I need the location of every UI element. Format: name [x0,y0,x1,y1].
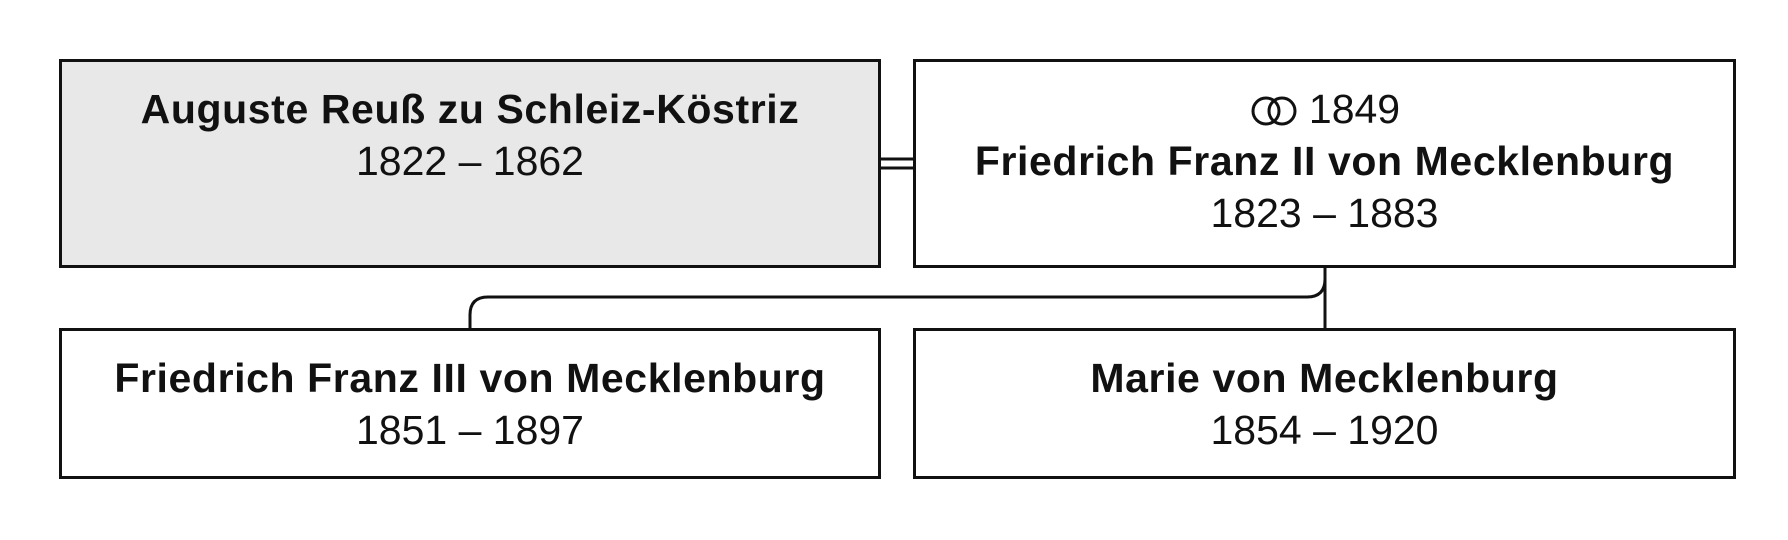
person-dates: 1823 – 1883 [1210,190,1439,236]
person-dates: 1851 – 1897 [355,407,584,453]
person-name: Auguste Reuß zu Schleiz-Köstriz [140,86,800,132]
person-name: Friedrich Franz II von Mecklenburg [974,138,1675,184]
person-box-auguste[interactable]: Auguste Reuß zu Schleiz-Köstriz 1822 – 1… [59,59,881,268]
marriage-info: 1849 [916,83,1733,135]
person-dates: 1822 – 1862 [355,138,584,184]
person-box-marie[interactable]: Marie von Mecklenburg 1854 – 1920 [913,328,1736,479]
marriage-year: 1849 [1308,86,1401,132]
descent-connector [468,268,1327,328]
person-box-friedrich-franz-iii[interactable]: Friedrich Franz III von Mecklenburg 1851… [59,328,881,479]
person-name: Friedrich Franz III von Mecklenburg [114,355,826,401]
person-box-friedrich-franz-ii[interactable]: 1849 Friedrich Franz II von Mecklenburg … [913,59,1736,268]
person-dates: 1854 – 1920 [1210,407,1439,453]
person-name: Marie von Mecklenburg [1090,355,1559,401]
wedding-rings-icon [1251,96,1297,126]
